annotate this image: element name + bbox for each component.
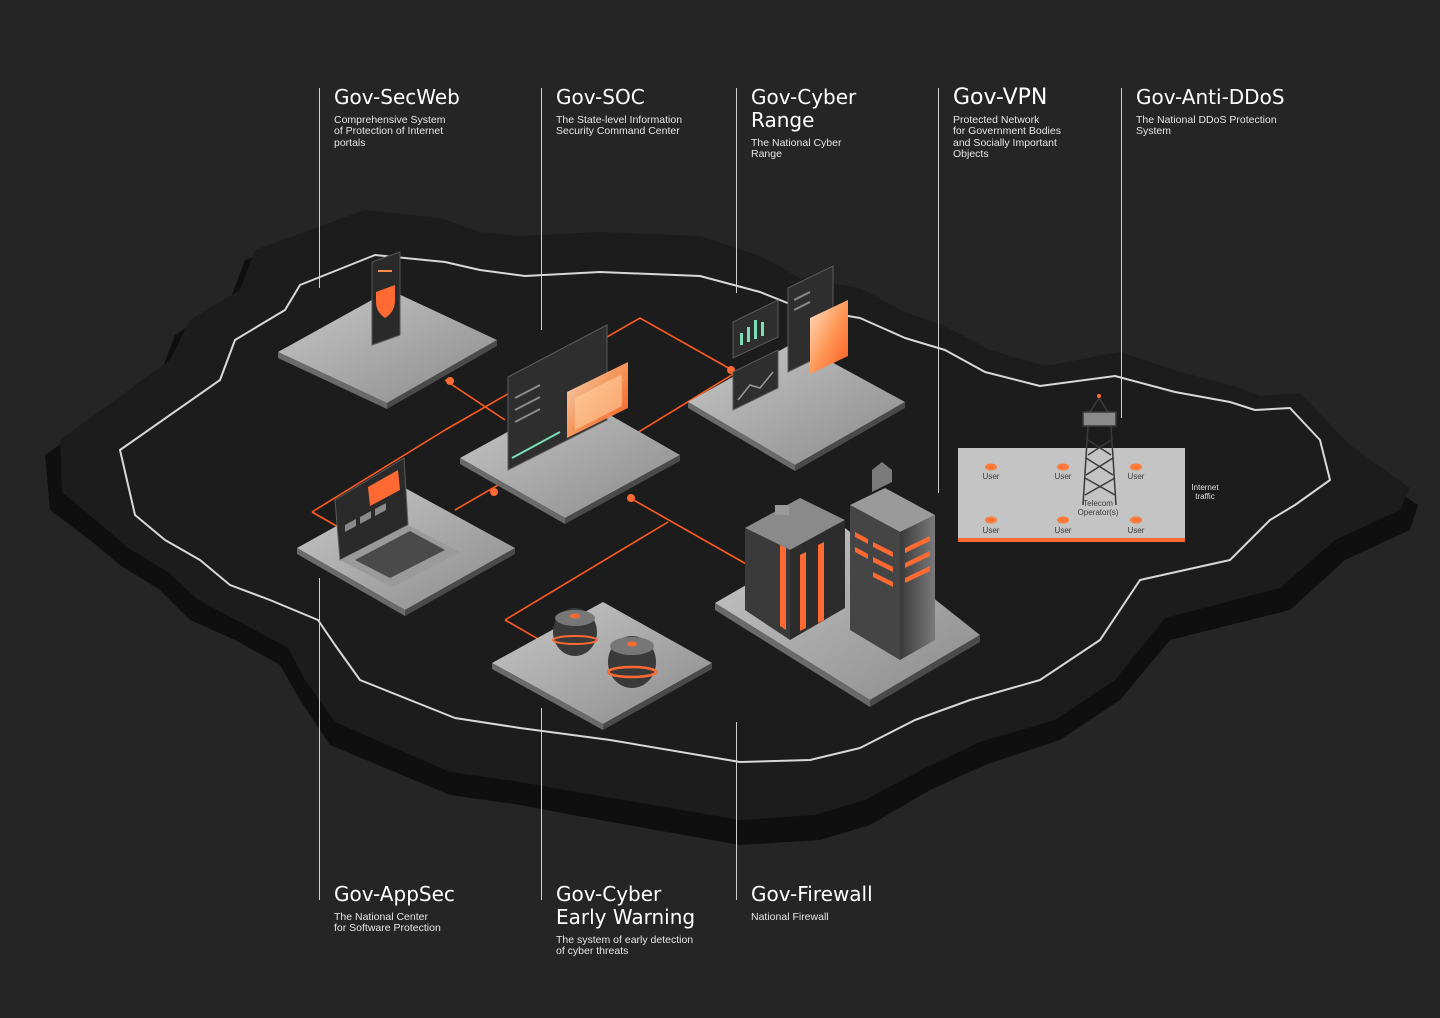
label-title: Gov-AppSec	[334, 882, 455, 906]
label-title: Gov-Anti-DDoS	[1136, 85, 1285, 109]
appsec-platform	[297, 457, 515, 616]
phone-icon	[371, 251, 401, 346]
laptop-icon	[334, 457, 460, 587]
label-title: Gov-Cyber Range	[751, 85, 857, 132]
label-title: Gov-VPN	[953, 85, 1048, 110]
label-title: Gov-SecWeb	[334, 85, 460, 109]
leader-line-vpn	[938, 88, 939, 493]
map-top	[60, 210, 1410, 820]
user-label: User	[1128, 472, 1145, 481]
label-description: National Firewall	[751, 911, 829, 923]
chart-icon	[732, 299, 779, 411]
user-label: User	[1055, 472, 1072, 481]
user-label: User	[1055, 526, 1072, 535]
label-title: Gov-Cyber Early Warning	[556, 882, 696, 929]
label-description: The system of early detection of cyber t…	[556, 934, 694, 958]
leader-line-appsec	[319, 578, 320, 900]
cyber-range-platform	[688, 265, 905, 471]
label-gov-anti-ddos: Gov-Anti-DDoS The National DDoS Protecti…	[1136, 86, 1336, 138]
building-icon	[745, 498, 845, 640]
label-line: Telecom	[1083, 499, 1113, 508]
label-title: Gov-Firewall	[751, 882, 873, 906]
sensor-icon	[552, 608, 598, 656]
early-warning-platform	[492, 602, 712, 730]
label-description: The National DDoS Protection System	[1136, 114, 1277, 138]
network-lines	[311, 317, 749, 641]
map-border-line	[119, 254, 1331, 763]
label-gov-cyber-range: Gov-Cyber Range The National Cyber Range	[751, 86, 926, 161]
label-line: traffic	[1195, 492, 1214, 501]
label-description: Comprehensive System of Protection of In…	[334, 114, 446, 149]
leader-line-soc	[541, 88, 542, 330]
user-label: User	[1128, 526, 1145, 535]
label-description: Protected Network for Government Bodies …	[953, 114, 1061, 160]
shield-icon	[376, 285, 395, 318]
label-description: The State-level Information Security Com…	[556, 114, 683, 138]
leader-line-anti-ddos	[1121, 88, 1122, 418]
secweb-platform	[278, 251, 497, 409]
label-description: The National Center for Software Protect…	[334, 911, 441, 935]
label-title: Gov-SOC	[556, 85, 645, 109]
firewall-platform	[715, 462, 980, 707]
sensor-icon	[606, 636, 658, 688]
user-label: User	[983, 526, 1000, 535]
label-gov-firewall: Gov-Firewall National Firewall	[751, 883, 926, 923]
label-gov-soc: Gov-SOC The State-level Information Secu…	[556, 86, 731, 138]
tower-icon	[850, 462, 935, 660]
label-description: The National Cyber Range	[751, 137, 842, 161]
user-label: User	[983, 472, 1000, 481]
label-line: Internet	[1191, 483, 1219, 492]
soc-platform	[460, 324, 680, 524]
label-gov-secweb: Gov-SecWeb Comprehensive System of Prote…	[334, 86, 509, 149]
label-gov-vpn: Gov-VPN Protected Network for Government…	[953, 86, 1128, 160]
label-gov-cyber-early-warning: Gov-Cyber Early Warning The system of ea…	[556, 883, 731, 958]
leader-line-firewall	[736, 722, 737, 900]
leader-line-early-warning	[541, 708, 542, 900]
user-nodes	[985, 463, 1142, 524]
label-line: Operator(s)	[1078, 508, 1119, 517]
leader-line-secweb	[319, 88, 320, 288]
telecom-tower-icon	[1082, 394, 1117, 506]
label-gov-appsec: Gov-AppSec The National Center for Softw…	[334, 883, 509, 935]
leader-line-cyber-range	[736, 88, 737, 293]
